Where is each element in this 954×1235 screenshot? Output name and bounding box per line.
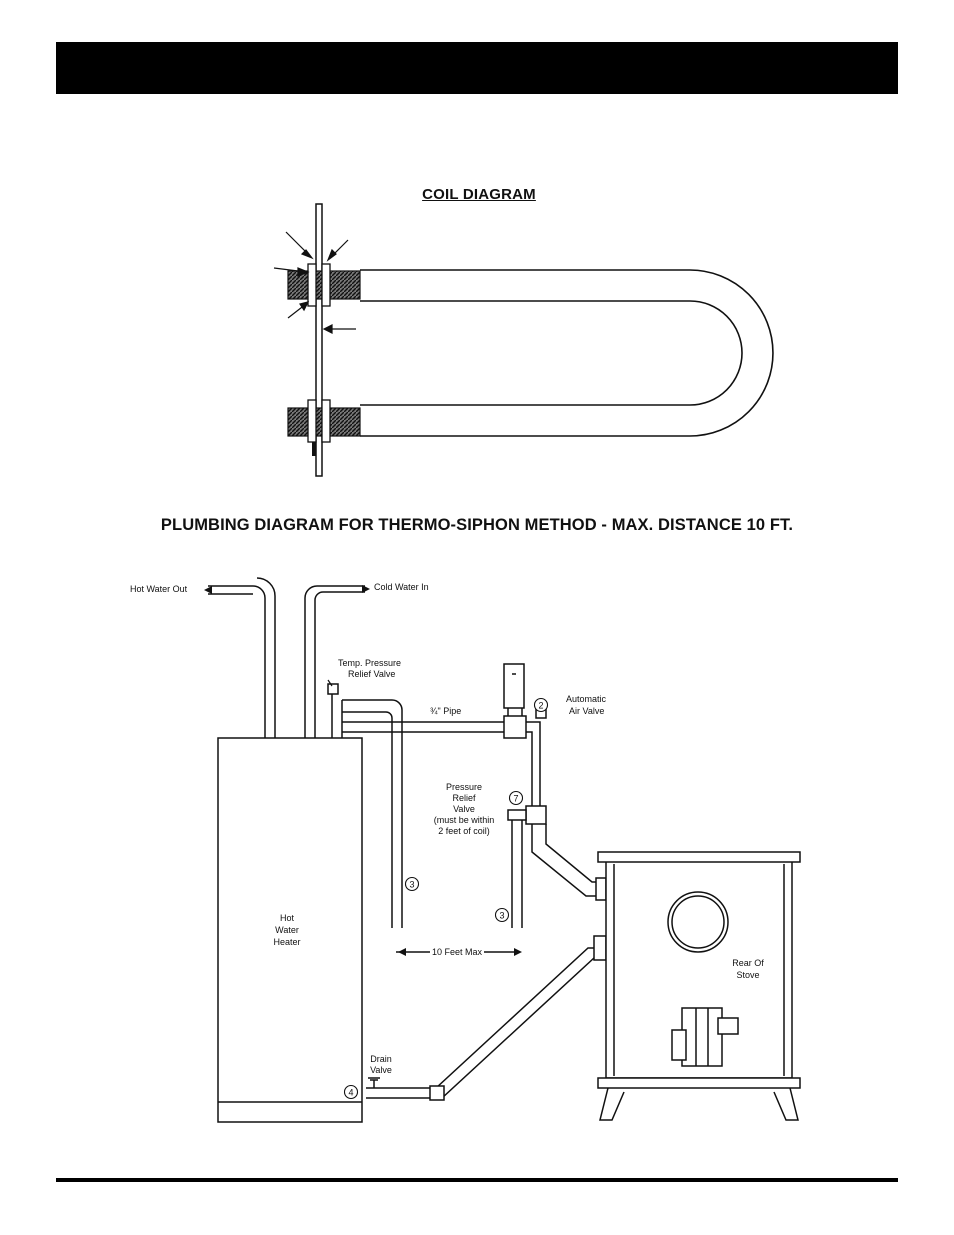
label-pressure-relief-2: Relief — [452, 793, 476, 803]
drain-valve — [370, 1080, 378, 1088]
stove-return-pipe — [366, 948, 602, 1088]
label-heater-2: Water — [275, 925, 299, 935]
stove-base — [598, 1078, 800, 1088]
label-pressure-relief-5: 2 feet of coil) — [438, 826, 490, 836]
footer-rule — [56, 1178, 898, 1182]
label-cold-water-in: Cold Water In — [374, 582, 429, 592]
callout-line-left-number: 3 — [409, 880, 414, 890]
label-air-valve-2: Air Valve — [569, 706, 604, 716]
stove-leg-left — [600, 1088, 624, 1120]
hot-water-out-pipe — [208, 586, 265, 738]
label-pressure-relief-4: (must be within — [434, 815, 495, 825]
callout-air-valve-number: 2 — [538, 701, 543, 711]
pipe-tee — [504, 716, 526, 738]
stove-top — [598, 852, 800, 862]
pressure-gauge-stem — [504, 664, 524, 708]
callout-relief-valve-number: 7 — [513, 794, 518, 804]
label-heater-1: Hot — [280, 913, 295, 923]
label-pressure-relief-3: Valve — [453, 804, 475, 814]
stove-blower — [682, 1008, 722, 1066]
callout-line-right-number: 3 — [499, 911, 504, 921]
stove-flue-collar — [668, 892, 728, 952]
label-stove-2: Stove — [736, 970, 759, 980]
label-pressure-relief-1: Pressure — [446, 782, 482, 792]
label-distance: 10 Feet Max — [432, 947, 483, 957]
label-heater-3: Heater — [273, 937, 300, 947]
label-tp-relief-1: Temp. Pressure — [338, 658, 401, 668]
pressure-relief-tee — [526, 806, 546, 824]
label-air-valve-1: Automatic — [566, 694, 607, 704]
label-stove-1: Rear Of — [732, 958, 764, 968]
stove-supply-pipe — [532, 824, 602, 896]
relief-discharge-pipe — [512, 820, 522, 928]
label-tp-relief-2: Relief Valve — [348, 669, 395, 679]
label-drain-2: Valve — [370, 1065, 392, 1075]
stove-leg-right — [774, 1088, 798, 1120]
callout-drain-number: 4 — [348, 1088, 353, 1098]
label-pipe: ¾" Pipe — [430, 706, 461, 716]
label-drain-1: Drain — [370, 1054, 392, 1064]
label-hot-water-out: Hot Water Out — [130, 584, 188, 594]
